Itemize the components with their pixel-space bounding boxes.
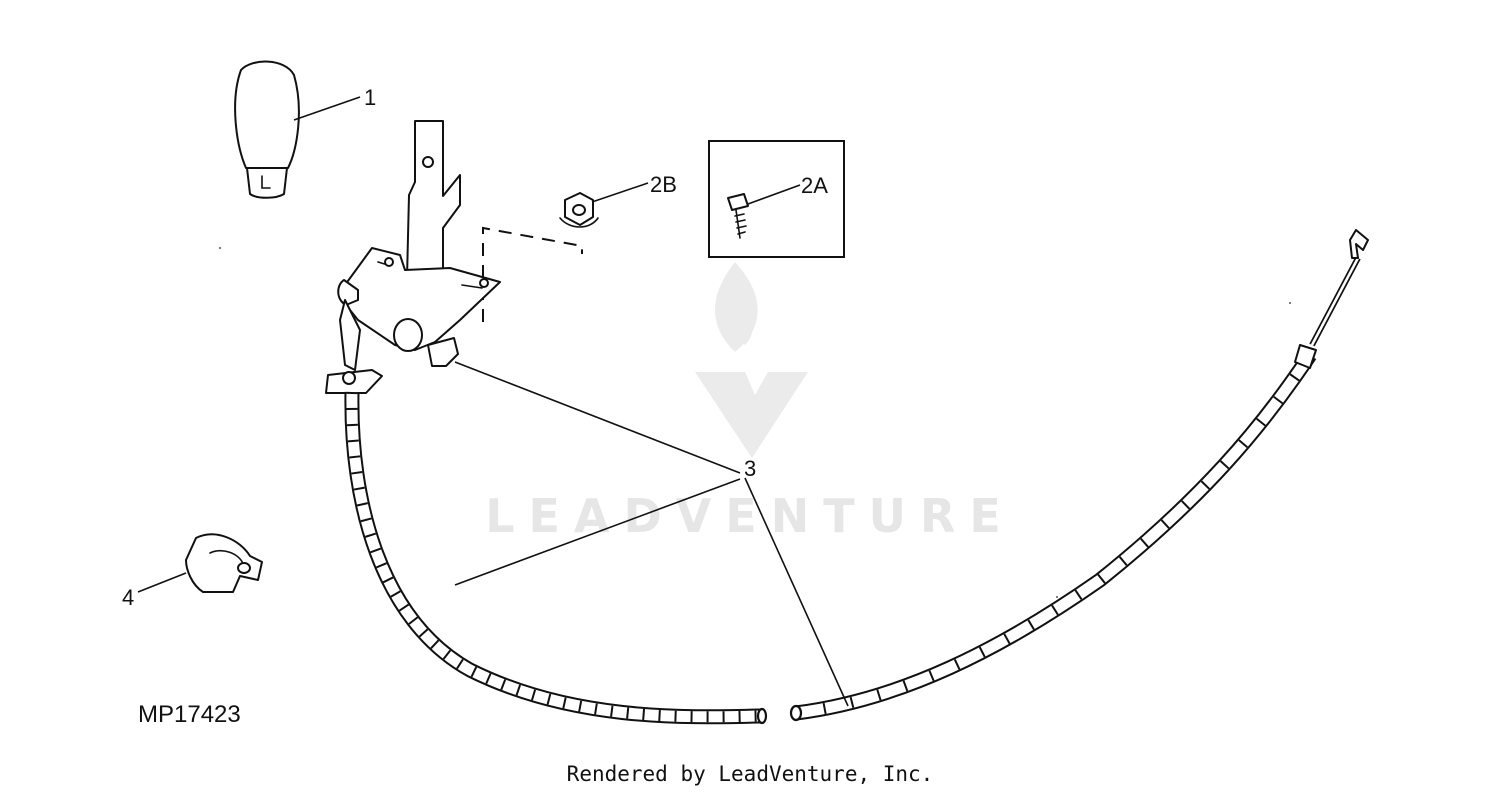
- callout-1: 1: [364, 85, 376, 110]
- scan-specks: [219, 247, 1291, 598]
- part-2a-screw-box[interactable]: [708, 140, 845, 258]
- part-1-knob[interactable]: [234, 60, 361, 199]
- watermark-flame-icon: [715, 262, 758, 352]
- callout-4: 4: [122, 585, 134, 610]
- callout-2a: 2A: [801, 173, 828, 198]
- mounting-dashed-line: [482, 226, 583, 322]
- part-3-cable[interactable]: [344, 229, 1369, 725]
- watermark-text: LEADVENTURE: [485, 489, 1015, 543]
- callout-3: 3: [744, 456, 756, 481]
- callout-2b: 2B: [650, 172, 677, 197]
- part-2b-nut[interactable]: [559, 182, 649, 228]
- leadventure-watermark: LEADVENTURE: [485, 262, 1015, 543]
- footer-credit: Rendered by LeadVenture, Inc.: [567, 762, 934, 786]
- part-4-clamp[interactable]: [137, 533, 263, 593]
- callout-3-leaders: [454, 361, 849, 707]
- figure-id: MP17423: [138, 701, 241, 728]
- shift-lever-assembly[interactable]: [325, 120, 501, 394]
- watermark-v-logo: [695, 372, 808, 458]
